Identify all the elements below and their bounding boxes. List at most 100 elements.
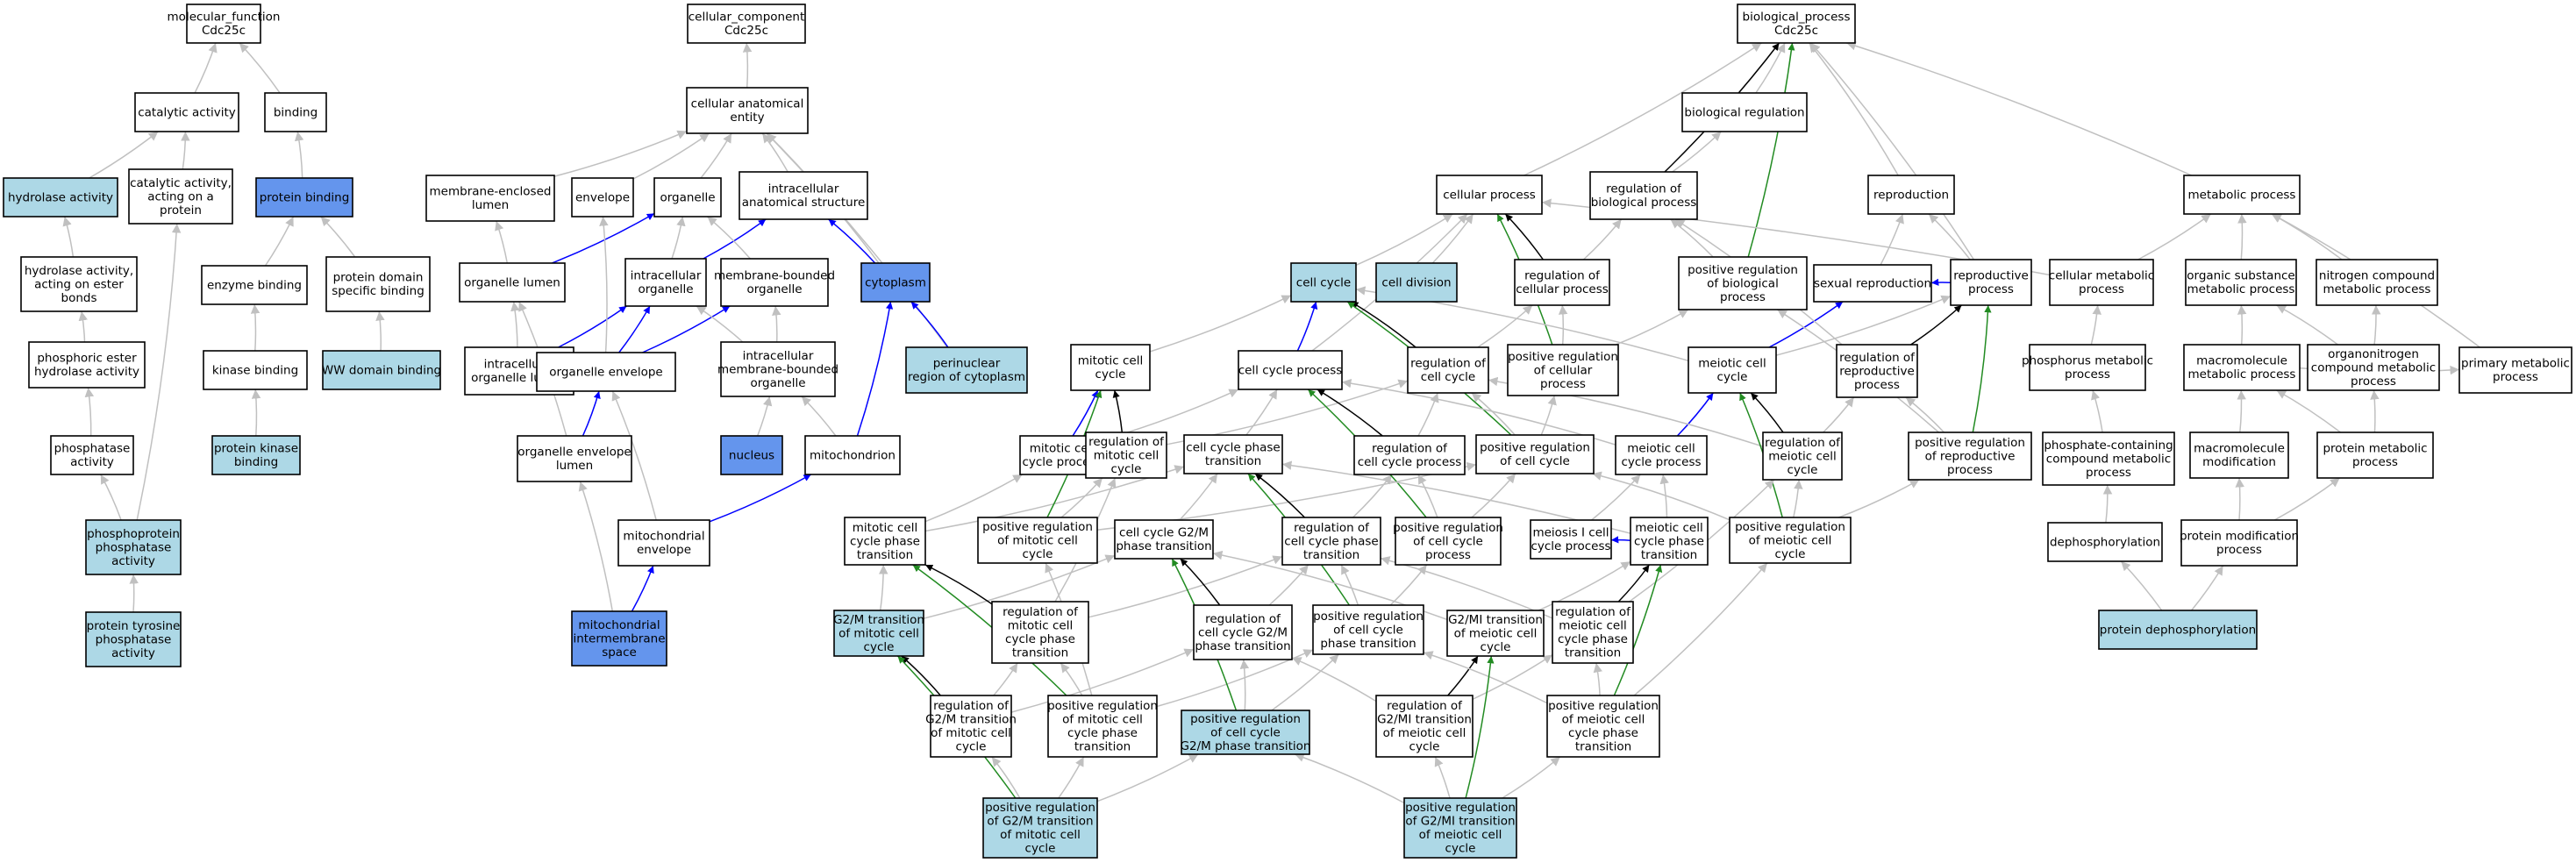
term-node-cdiv[interactable]: cell division bbox=[1375, 262, 1458, 303]
term-node-srep[interactable]: sexual reproduction bbox=[1813, 264, 1932, 303]
term-node-repro[interactable]: reproduction bbox=[1867, 175, 1955, 215]
edge bbox=[1340, 564, 1359, 606]
term-node-nuc[interactable]: nucleus bbox=[720, 435, 783, 475]
term-node-metab[interactable]: metabolic process bbox=[2183, 175, 2301, 215]
term-node-ccp[interactable]: cell cycle process bbox=[1238, 350, 1343, 390]
term-node-org[interactable]: organelle bbox=[653, 177, 722, 218]
term-node-orglum[interactable]: organelle lumen bbox=[459, 262, 566, 303]
term-node-enzb[interactable]: enzyme binding bbox=[201, 265, 308, 305]
edge-rg2m-to-rccpt bbox=[1268, 564, 1309, 606]
term-label: cell cycle bbox=[1421, 370, 1475, 384]
term-node-orgenv[interactable]: organelle envelope bbox=[536, 352, 676, 392]
edge-prmccpt-to-rmccpt bbox=[1060, 662, 1083, 696]
term-node-kinb[interactable]: kinase binding bbox=[203, 350, 308, 390]
term-label: cellular_component bbox=[689, 11, 804, 25]
term-node-mito[interactable]: mitochondrion bbox=[804, 435, 901, 475]
term-node-bind[interactable]: binding bbox=[264, 92, 327, 132]
term-node-dephos[interactable]: dephosphorylation bbox=[2047, 522, 2163, 562]
term-node-ww[interactable]: WW domain binding bbox=[322, 350, 441, 390]
term-node-cat[interactable]: catalytic activity bbox=[134, 92, 239, 132]
term-label: positive regulation bbox=[1047, 699, 1158, 713]
term-node-env[interactable]: envelope bbox=[571, 177, 634, 218]
term-node-pbind[interactable]: protein binding bbox=[255, 177, 353, 218]
term-node-ccyc[interactable]: cell cycle bbox=[1290, 262, 1357, 303]
term-node-cyto[interactable]: cytoplasm bbox=[860, 262, 931, 303]
term-node-pdephos[interactable]: protein dephosphorylation bbox=[2098, 610, 2258, 650]
term-node-cproc[interactable]: cellular process bbox=[1436, 175, 1543, 215]
term-node-breg[interactable]: biological regulation bbox=[1681, 92, 1808, 132]
term-box bbox=[255, 177, 353, 218]
term-node-hydr[interactable]: hydrolase activity bbox=[3, 177, 118, 218]
